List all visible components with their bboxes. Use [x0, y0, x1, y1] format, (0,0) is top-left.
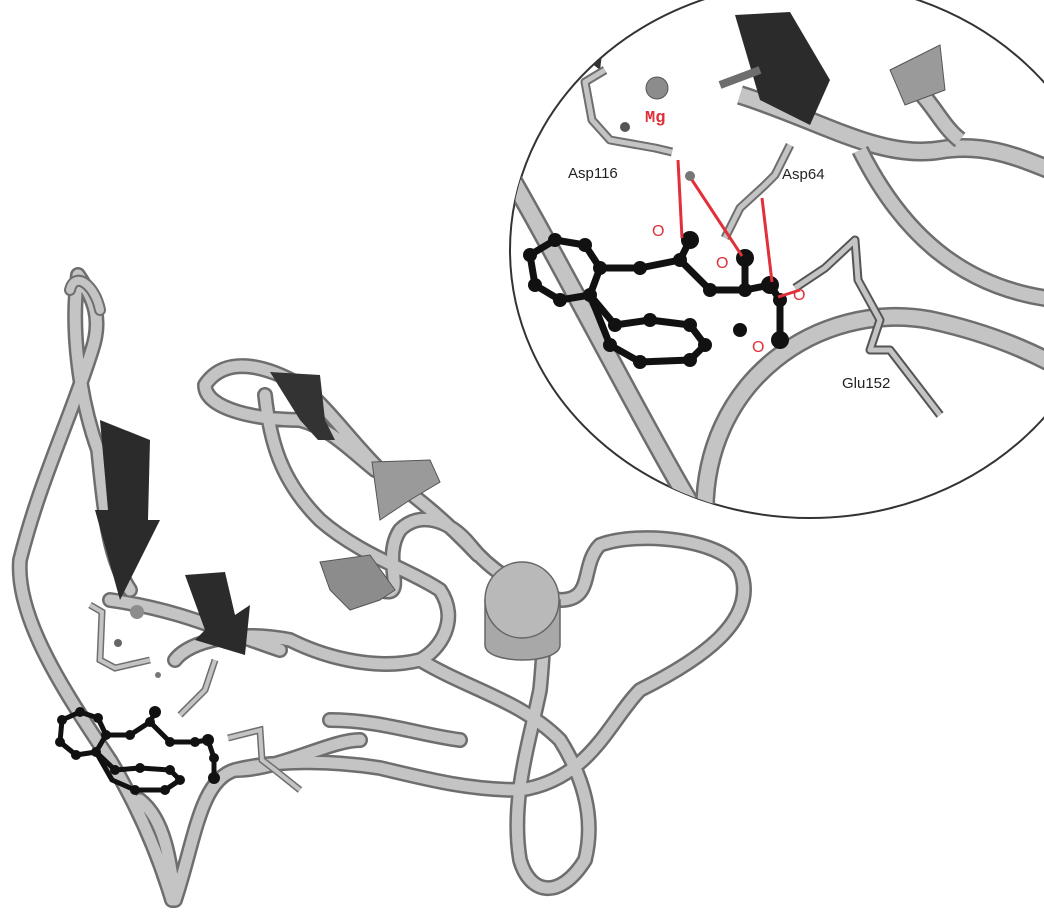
- inset-sidechains: [580, 66, 944, 418]
- sheet-grey-right: [371, 459, 441, 521]
- mg-ion: [645, 76, 669, 100]
- full-sidechains: [88, 601, 303, 793]
- interaction-line-4: [777, 288, 801, 299]
- beta-sheets: [95, 372, 441, 655]
- interaction-line-2: [690, 179, 744, 257]
- label-mg: Mg: [645, 109, 665, 128]
- label-oxygen-1: O: [652, 223, 664, 240]
- sheet-grey-center: [319, 554, 396, 611]
- mg-ion-full: [130, 605, 144, 619]
- inset-circle-border: [509, 0, 1044, 519]
- water-molecule: [620, 122, 630, 132]
- beta-sheet-center: [185, 572, 250, 655]
- label-glu152: Glu152: [842, 375, 890, 392]
- beta-sheet-top: [270, 372, 335, 440]
- beta-sheet-left: [95, 420, 160, 600]
- label-oxygen-3: O: [793, 287, 805, 304]
- helix-cylinder: [484, 561, 561, 661]
- interaction-line-3: [760, 197, 774, 283]
- label-asp64: Asp64: [782, 166, 825, 183]
- full-protein-ribbon: [11, 267, 752, 908]
- label-oxygen-2: O: [716, 255, 728, 272]
- label-asp116: Asp116: [568, 165, 618, 182]
- inset-backbone: [510, 12, 1044, 518]
- inset-arrow-top-left: [575, 30, 605, 70]
- active-site-inset: Mg Asp116 Asp64 Glu152 O O O O: [509, 0, 1044, 519]
- inset-ligand: [523, 231, 789, 369]
- interaction-lines: [676, 159, 801, 299]
- full-ligand: [55, 706, 220, 795]
- inset-sheet-top: [735, 12, 830, 125]
- label-oxygen-4: O: [752, 339, 764, 356]
- interaction-line-1: [676, 159, 684, 239]
